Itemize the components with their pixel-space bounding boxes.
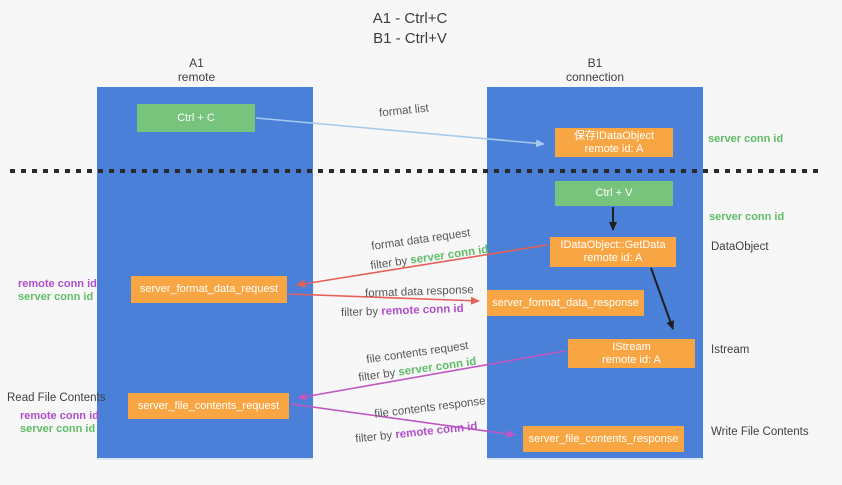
flow-label-format-list: format list: [378, 102, 430, 120]
node-ctrl-v: Ctrl + V: [555, 181, 673, 206]
dataobject-label: DataObject: [711, 241, 769, 253]
a1-format-conn-id-labels: remote conn id server conn id: [18, 278, 97, 304]
node-server-format-data-request: server_format_data_request: [131, 276, 287, 303]
server-conn-id-label: server conn id: [20, 423, 96, 435]
flow-label-format-data-response: format data response: [364, 284, 474, 300]
istream-label: Istream: [711, 344, 750, 356]
remote-conn-id-text: remote conn id: [394, 420, 479, 442]
lane-b1-role: connection: [565, 70, 625, 84]
node-file-request-label: server_file_contents_request: [137, 399, 280, 412]
filter-by-text: filter by: [340, 305, 379, 320]
node-ctrl-v-label: Ctrl + V: [595, 187, 633, 199]
lane-header-a1: A1 remote: [90, 56, 303, 84]
node-ctrl-c: Ctrl + C: [137, 104, 255, 132]
filter-by-text: filter by: [354, 429, 393, 446]
server-conn-id-text: server conn id: [409, 243, 490, 267]
filter-by-text: filter by: [369, 255, 409, 273]
node-getdata-remote-id: remote id: A: [583, 252, 643, 264]
b1-server-conn-id-label-top: server conn id: [708, 133, 784, 145]
flow-label-filter-by-remote-conn-id-file: filter by remote conn id: [355, 421, 478, 446]
node-ctrl-c-label: Ctrl + C: [177, 111, 215, 124]
server-conn-id-label: server conn id: [18, 291, 94, 303]
node-idataobject-getdata: IDataObject::GetData remote id: A: [550, 237, 676, 267]
flow-label-file-contents-response: file contents response: [373, 395, 487, 421]
node-getdata-label: IDataObject::GetData: [560, 239, 666, 251]
lane-a1-role: remote: [177, 70, 216, 84]
title-line-1: A1 - Ctrl+C: [372, 10, 448, 27]
remote-conn-id-text: remote conn id: [381, 302, 464, 318]
remote-conn-id-label: remote conn id: [20, 410, 99, 422]
lane-b1-name: B1: [587, 56, 603, 70]
session-divider-dotted-line: [10, 169, 822, 173]
node-format-request-label: server_format_data_request: [139, 283, 279, 295]
node-format-response-label: server_format_data_response: [492, 296, 639, 309]
node-file-response-label: server_file_contents_response: [528, 432, 679, 445]
b1-server-conn-id-label-mid: server conn id: [709, 211, 785, 223]
node-istream: IStream remote id: A: [568, 339, 695, 368]
write-file-contents-label: Write File Contents: [711, 426, 809, 438]
a1-file-conn-id-labels: remote conn id server conn id: [20, 410, 99, 436]
node-server-file-contents-response: server_file_contents_response: [523, 426, 684, 452]
node-istream-remote-id: remote id: A: [602, 353, 661, 366]
node-server-file-contents-request: server_file_contents_request: [128, 393, 289, 419]
remote-conn-id-label: remote conn id: [18, 278, 97, 290]
filter-by-text: filter by: [357, 367, 397, 385]
node-save-idataobject: 保存IDataObject remote id: A: [555, 128, 673, 157]
lane-a1-name: A1: [189, 56, 204, 70]
read-file-contents-label: Read File Contents: [7, 392, 106, 404]
node-server-format-data-response: server_format_data_response: [487, 290, 644, 316]
diagram-title: A1 - Ctrl+C B1 - Ctrl+V: [0, 9, 820, 49]
node-save-idataobject-remote-id: remote id: A: [584, 142, 644, 155]
node-save-idataobject-label: 保存IDataObject: [573, 129, 655, 142]
lane-header-b1: B1 connection: [487, 56, 703, 84]
title-line-2: B1 - Ctrl+V: [373, 30, 447, 47]
node-istream-label: IStream: [612, 340, 651, 353]
flow-label-filter-by-remote-conn-id-format: filter by remote conn id: [341, 303, 464, 319]
